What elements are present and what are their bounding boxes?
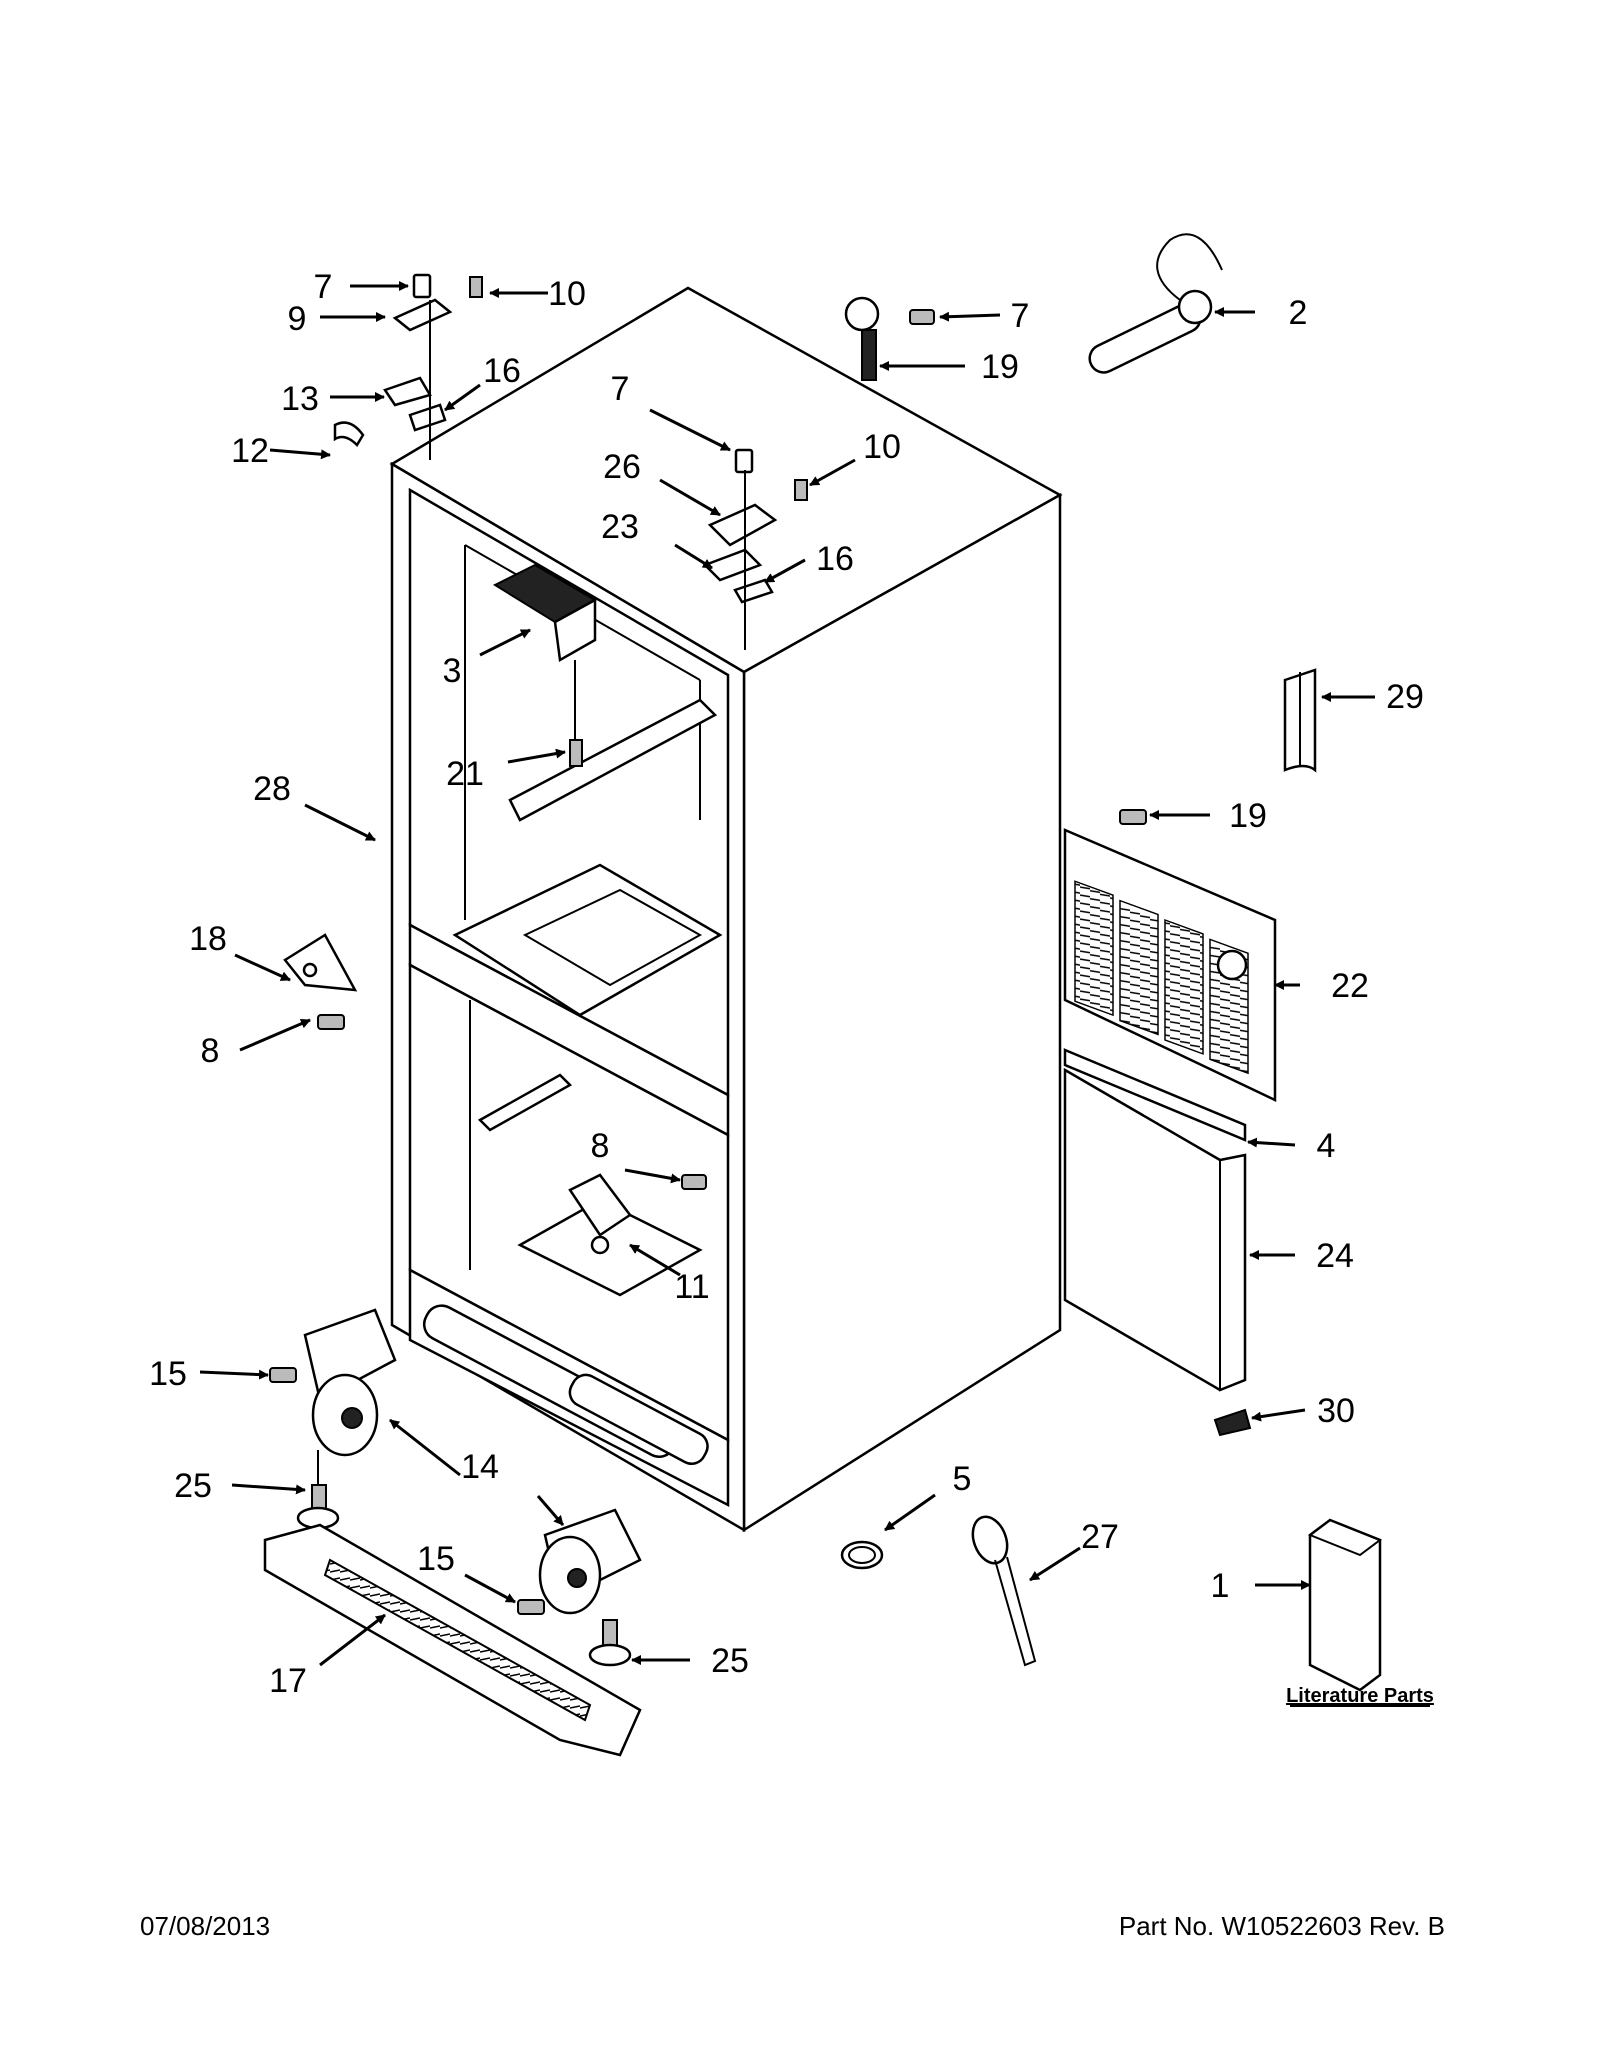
callout-15a: 15 bbox=[149, 1355, 187, 1393]
callout-22: 22 bbox=[1331, 967, 1369, 1005]
rear-access-panel bbox=[1063, 809, 1277, 1102]
callout-17: 17 bbox=[269, 1662, 307, 1700]
door-stop-bracket bbox=[283, 933, 358, 1030]
footer-date: 07/08/2013 bbox=[140, 1911, 270, 1941]
callout-15b: 15 bbox=[417, 1540, 455, 1578]
caster-right bbox=[517, 1508, 642, 1667]
callout-7c: 7 bbox=[611, 370, 630, 408]
callout-2: 2 bbox=[1289, 294, 1308, 332]
callout-24: 24 bbox=[1316, 1237, 1354, 1275]
callout-30: 30 bbox=[1317, 1392, 1355, 1430]
clip-30 bbox=[1213, 1408, 1252, 1437]
grommet bbox=[840, 1540, 884, 1570]
callout-26: 26 bbox=[603, 448, 641, 486]
callout-10a: 10 bbox=[548, 275, 586, 313]
literature-parts-label: Literature Parts bbox=[1286, 1685, 1434, 1707]
water-tube bbox=[1088, 233, 1223, 374]
footer-part-number: Part No. W10522603 Rev. B bbox=[1119, 1911, 1445, 1941]
tool-27 bbox=[971, 1515, 1037, 1667]
callout-11: 11 bbox=[674, 1268, 709, 1306]
literature-book bbox=[1307, 1518, 1383, 1692]
callout-19a: 19 bbox=[981, 348, 1019, 386]
callout-7a: 7 bbox=[314, 268, 333, 306]
callout-12: 12 bbox=[231, 432, 269, 470]
callout-16a: 16 bbox=[483, 352, 521, 390]
toe-grille bbox=[263, 1523, 642, 1757]
callout-9: 9 bbox=[288, 300, 307, 338]
callout-23: 23 bbox=[601, 508, 639, 546]
callout-14: 14 bbox=[461, 1448, 499, 1486]
callout-28: 28 bbox=[253, 770, 291, 808]
control-housing bbox=[492, 563, 598, 767]
lower-hinge-bracket bbox=[568, 1173, 707, 1255]
leader-lines bbox=[199, 281, 1375, 1667]
toe-kick-panel bbox=[1063, 1067, 1247, 1392]
callout-7b: 7 bbox=[1011, 297, 1030, 335]
top-hinge-right-assembly bbox=[702, 448, 808, 650]
caster-left bbox=[269, 1308, 397, 1530]
callout-13: 13 bbox=[281, 380, 319, 418]
callout-numbers: 1 2 3 4 5 7 7 7 8 8 9 10 10 11 12 13 14 … bbox=[149, 268, 1424, 1700]
callout-8a: 8 bbox=[201, 1032, 220, 1070]
door-closure-29 bbox=[1283, 668, 1317, 773]
refrigerator-cabinet bbox=[389, 286, 1063, 1533]
callout-10b: 10 bbox=[863, 428, 901, 466]
callout-16b: 16 bbox=[816, 540, 854, 578]
callout-4: 4 bbox=[1317, 1127, 1336, 1165]
callout-27: 27 bbox=[1081, 1518, 1119, 1556]
callout-25a: 25 bbox=[174, 1467, 212, 1505]
callout-21: 21 bbox=[446, 755, 484, 793]
callout-29: 29 bbox=[1386, 678, 1424, 716]
top-hinge-left-assembly bbox=[333, 273, 483, 460]
callout-25b: 25 bbox=[711, 1642, 749, 1680]
callout-19b: 19 bbox=[1229, 797, 1267, 835]
callout-8b: 8 bbox=[591, 1127, 610, 1165]
callout-1: 1 bbox=[1211, 1567, 1230, 1605]
callout-3: 3 bbox=[443, 652, 462, 690]
seal-strip bbox=[1063, 1048, 1247, 1142]
callout-5: 5 bbox=[953, 1460, 972, 1498]
hinge-cover-19 bbox=[844, 296, 935, 381]
callout-18: 18 bbox=[189, 920, 227, 958]
